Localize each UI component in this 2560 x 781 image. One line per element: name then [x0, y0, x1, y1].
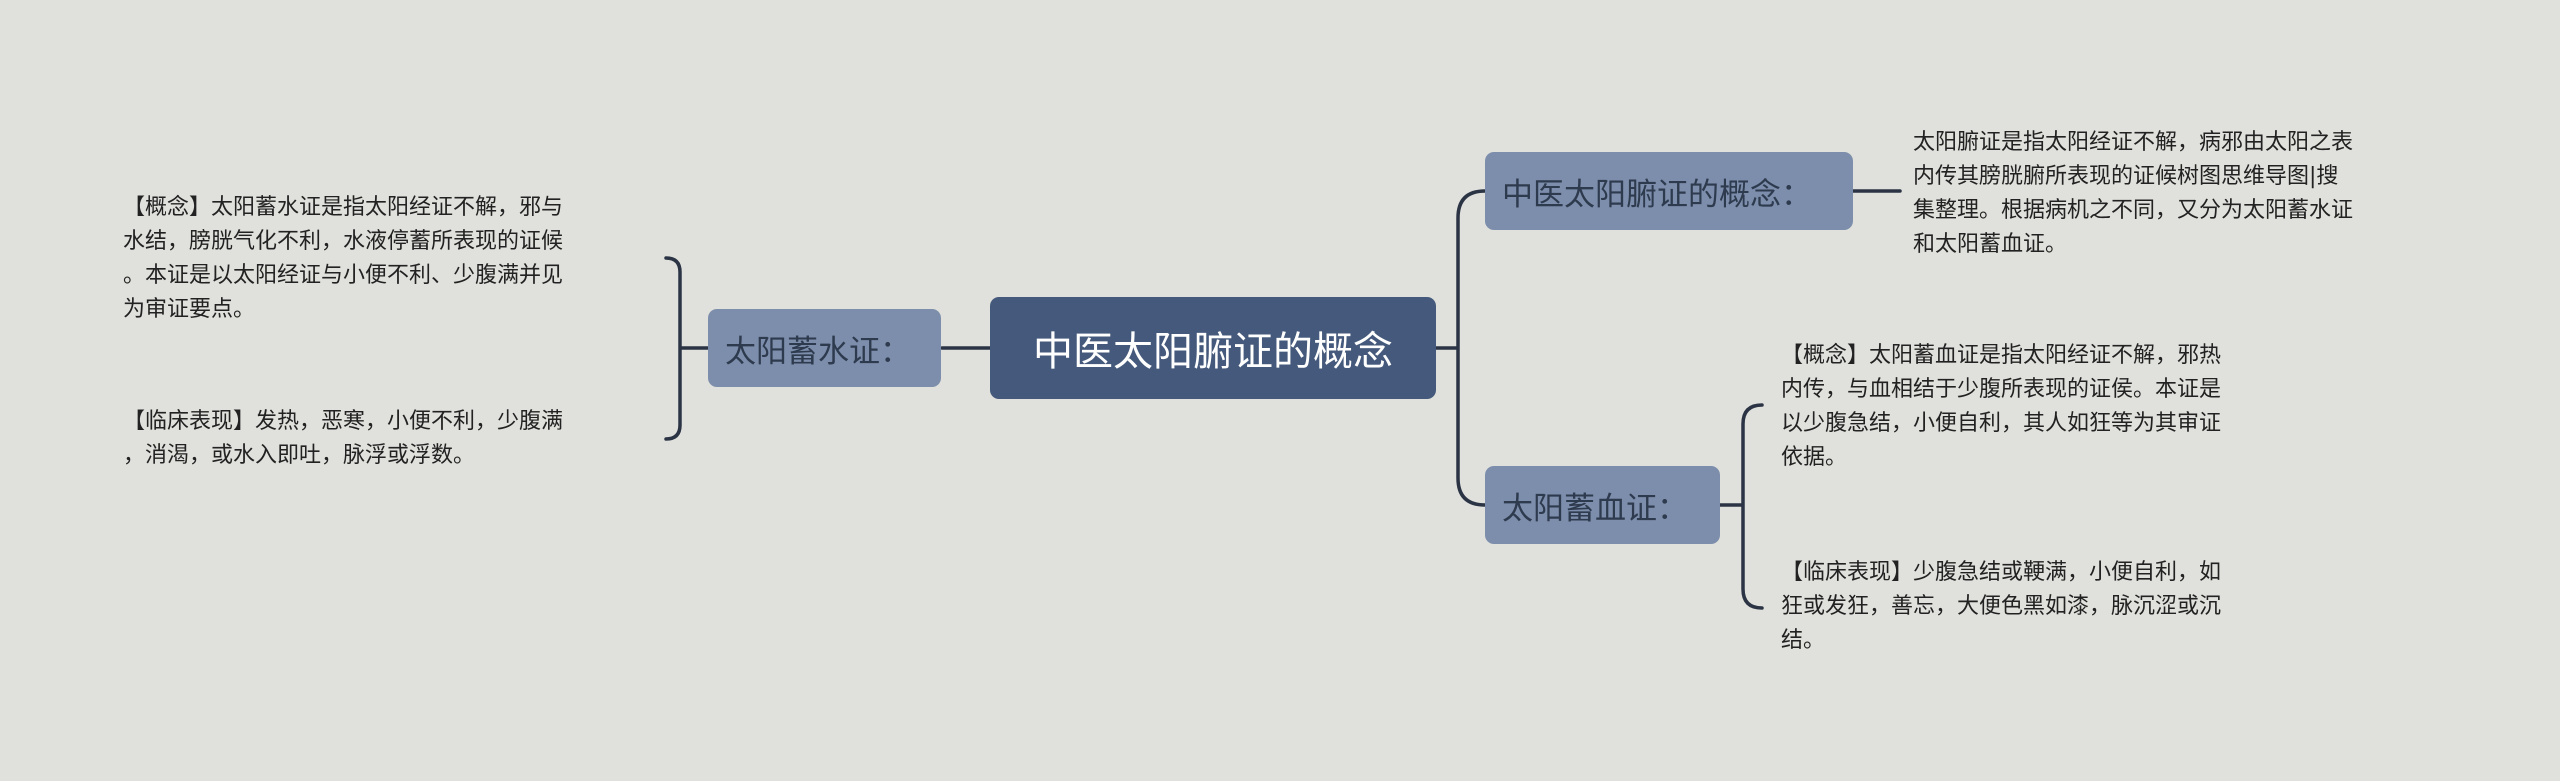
leaf-line: 以少腹急结，小便自利，其人如狂等为其审证	[1781, 411, 2222, 436]
leaf-line: 【概念】太阳蓄血证是指太阳经证不解，邪热	[1781, 343, 2222, 368]
leaf-fuzheng-definition[interactable]: 太阳腑证是指太阳经证不解，病邪由太阳之表 内传其膀胱腑所表现的证候树图思维导图|…	[1913, 126, 2353, 262]
leaf-line: 水结，膀胱气化不利，水液停蓄所表现的证候	[123, 229, 564, 254]
leaf-line: 【概念】太阳蓄水证是指太阳经证不解，邪与	[123, 195, 564, 220]
connector-left-bracket	[664, 256, 710, 441]
branch-label: 中医太阳腑证的概念：	[1502, 176, 1812, 213]
connector-rightbottom-bracket	[1718, 403, 1764, 610]
leaf-line: 集整理。根据病机之不同，又分为太阳蓄水证	[1913, 198, 2354, 223]
leaf-line: 为审证要点。	[123, 297, 256, 322]
leaf-xushui-concept[interactable]: 【概念】太阳蓄水证是指太阳经证不解，邪与 水结，膀胱气化不利，水液停蓄所表现的证…	[123, 191, 563, 327]
leaf-line: 【临床表现】少腹急结或鞕满，小便自利，如	[1781, 560, 2222, 585]
leaf-xushui-clinical[interactable]: 【临床表现】发热，恶寒，小便不利，少腹满 ，消渴，或水入即吐，脉浮或浮数。	[123, 405, 563, 473]
branch-label: 太阳蓄水证：	[725, 333, 911, 370]
branch-taiyang-xushui[interactable]: 太阳蓄水证：	[708, 309, 941, 387]
root-topic-label: 中医太阳腑证的概念	[1033, 329, 1393, 375]
leaf-line: 和太阳蓄血证。	[1913, 232, 2068, 257]
root-topic[interactable]: 中医太阳腑证的概念	[990, 297, 1436, 399]
leaf-line: 【临床表现】发热，恶寒，小便不利，少腹满	[123, 409, 564, 434]
leaf-line: 依据。	[1781, 445, 1848, 470]
leaf-line: 太阳腑证是指太阳经证不解，病邪由太阳之表	[1913, 130, 2354, 155]
leaf-xuxue-clinical[interactable]: 【临床表现】少腹急结或鞕满，小便自利，如 狂或发狂，善忘，大便色黑如漆，脉沉涩或…	[1781, 556, 2221, 658]
leaf-line: 内传，与血相结于少腹所表现的证侯。本证是	[1781, 377, 2222, 402]
leaf-line: 内传其膀胱腑所表现的证候树图思维导图|搜	[1913, 164, 2339, 189]
branch-taiyang-fuzheng-concept[interactable]: 中医太阳腑证的概念：	[1485, 152, 1853, 230]
branch-taiyang-xuxue[interactable]: 太阳蓄血证：	[1485, 466, 1720, 544]
leaf-line: ，消渴，或水入即吐，脉浮或浮数。	[123, 443, 476, 468]
leaf-xuxue-concept[interactable]: 【概念】太阳蓄血证是指太阳经证不解，邪热 内传，与血相结于少腹所表现的证侯。本证…	[1781, 339, 2221, 475]
leaf-line: 。本证是以太阳经证与小便不利、少腹满并见	[123, 263, 564, 288]
connector-root-right	[1434, 189, 1487, 507]
branch-label: 太阳蓄血证：	[1502, 490, 1688, 527]
leaf-line: 结。	[1781, 628, 1826, 653]
leaf-line: 狂或发狂，善忘，大便色黑如漆，脉沉涩或沉	[1781, 594, 2222, 619]
